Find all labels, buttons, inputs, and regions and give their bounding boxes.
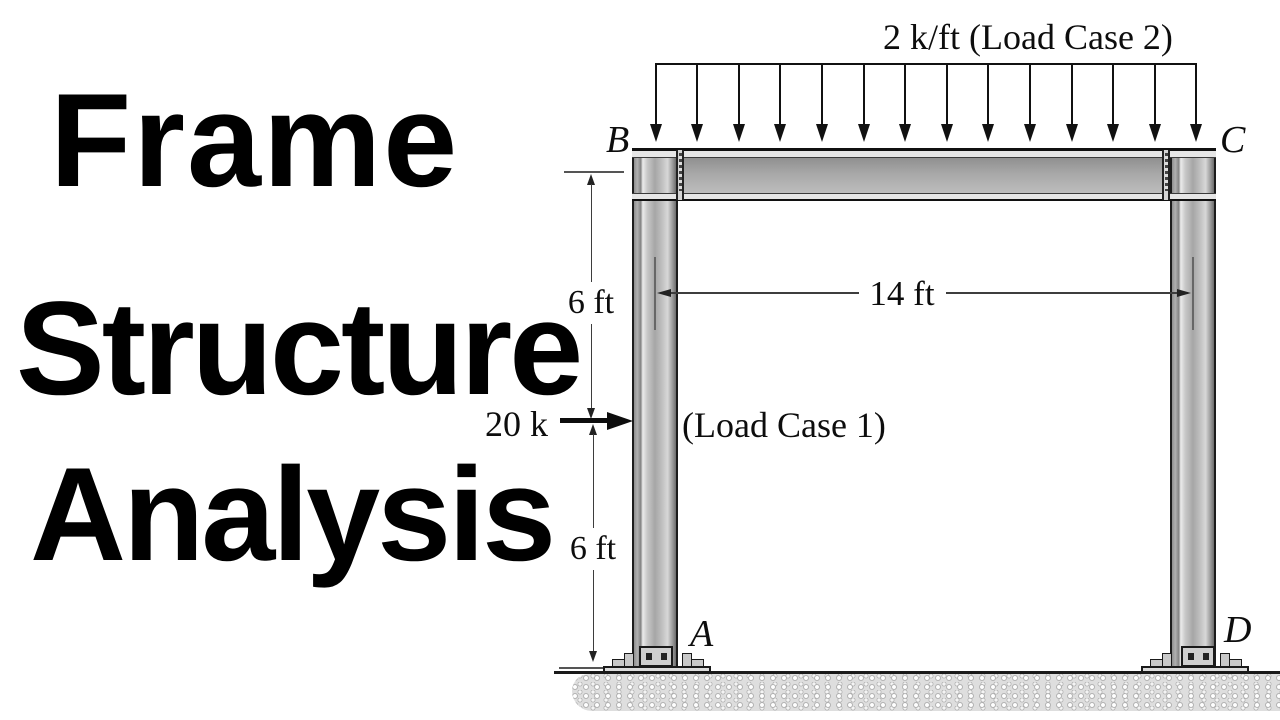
load-arrow-icon xyxy=(857,64,870,142)
bolt-row-icon xyxy=(678,153,682,191)
load-arrow-icon xyxy=(649,64,662,142)
upper-dim-arrow-down-icon xyxy=(587,408,595,419)
span-dim-label: 14 ft xyxy=(869,274,935,313)
bolt-icon xyxy=(1187,653,1194,660)
load-arrow-icon xyxy=(899,64,912,142)
lower-dim-arrow-up-icon xyxy=(589,424,597,435)
anchor-bolt-block-a xyxy=(639,646,673,667)
title-line-1: Frame xyxy=(50,67,460,215)
load-arrow-icon xyxy=(732,64,745,142)
beam-top-flange xyxy=(632,148,1216,158)
right-column xyxy=(1170,148,1216,668)
upper-dim-line-a xyxy=(590,184,592,282)
load-case-1-label: (Load Case 1) xyxy=(682,405,886,445)
lower-dim-label: 6 ft xyxy=(569,530,617,567)
load-arrow-icon xyxy=(982,64,995,142)
bolt-row-icon xyxy=(1164,153,1168,191)
joint-label-a: A xyxy=(690,613,714,655)
span-arrow-right-icon xyxy=(1177,289,1191,297)
load-arrow-icon xyxy=(1107,64,1120,142)
distributed-load-arrows xyxy=(649,64,1203,142)
bolt-icon xyxy=(1202,653,1209,660)
span-dim-line-left xyxy=(663,292,859,294)
span-extension-right xyxy=(1192,257,1194,330)
ground-line xyxy=(554,671,1280,674)
ground-texture xyxy=(572,674,1280,711)
upper-dim-arrow-up-icon xyxy=(587,174,595,185)
lateral-load-shaft xyxy=(560,418,608,423)
lower-dim-extension xyxy=(559,667,603,669)
joint-label-d: D xyxy=(1224,609,1252,651)
bolt-icon xyxy=(660,653,667,660)
beam-web xyxy=(684,157,1162,193)
anchor-bolt-block-d xyxy=(1181,646,1215,667)
load-arrow-icon xyxy=(1065,64,1078,142)
distributed-load-top-line xyxy=(655,62,1197,65)
load-arrow-icon xyxy=(1023,64,1036,142)
title-line-3: Analysis xyxy=(30,441,556,589)
upper-dim-extension xyxy=(564,171,624,173)
lateral-load-arrow-icon xyxy=(607,411,633,430)
span-dim-line-right xyxy=(946,292,1188,294)
beam-end-plate-left xyxy=(676,150,684,200)
bolt-icon xyxy=(645,653,652,660)
left-column xyxy=(632,148,678,668)
beam-end-plate-right xyxy=(1162,150,1170,200)
lower-dim-line-b xyxy=(592,570,594,652)
load-arrow-icon xyxy=(1148,64,1161,142)
joint-label-b: B xyxy=(606,119,630,161)
load-arrow-icon xyxy=(940,64,953,142)
upper-dim-label: 6 ft xyxy=(567,284,615,321)
lower-dim-line-a xyxy=(592,434,594,528)
lower-dim-arrow-down-icon xyxy=(589,651,597,662)
span-extension-left xyxy=(654,257,656,330)
upper-dim-line-b xyxy=(590,324,592,409)
load-arrow-icon xyxy=(815,64,828,142)
load-arrow-icon xyxy=(774,64,787,142)
distributed-load-label: 2 k/ft (Load Case 2) xyxy=(883,17,1173,57)
lateral-load-label: 20 k xyxy=(485,404,548,444)
beam-bottom-flange xyxy=(632,192,1216,201)
title-line-2: Structure xyxy=(16,275,583,423)
load-arrow-icon xyxy=(691,64,704,142)
load-arrow-icon xyxy=(1190,64,1203,142)
span-arrow-left-icon xyxy=(657,289,671,297)
joint-label-c: C xyxy=(1220,119,1246,161)
